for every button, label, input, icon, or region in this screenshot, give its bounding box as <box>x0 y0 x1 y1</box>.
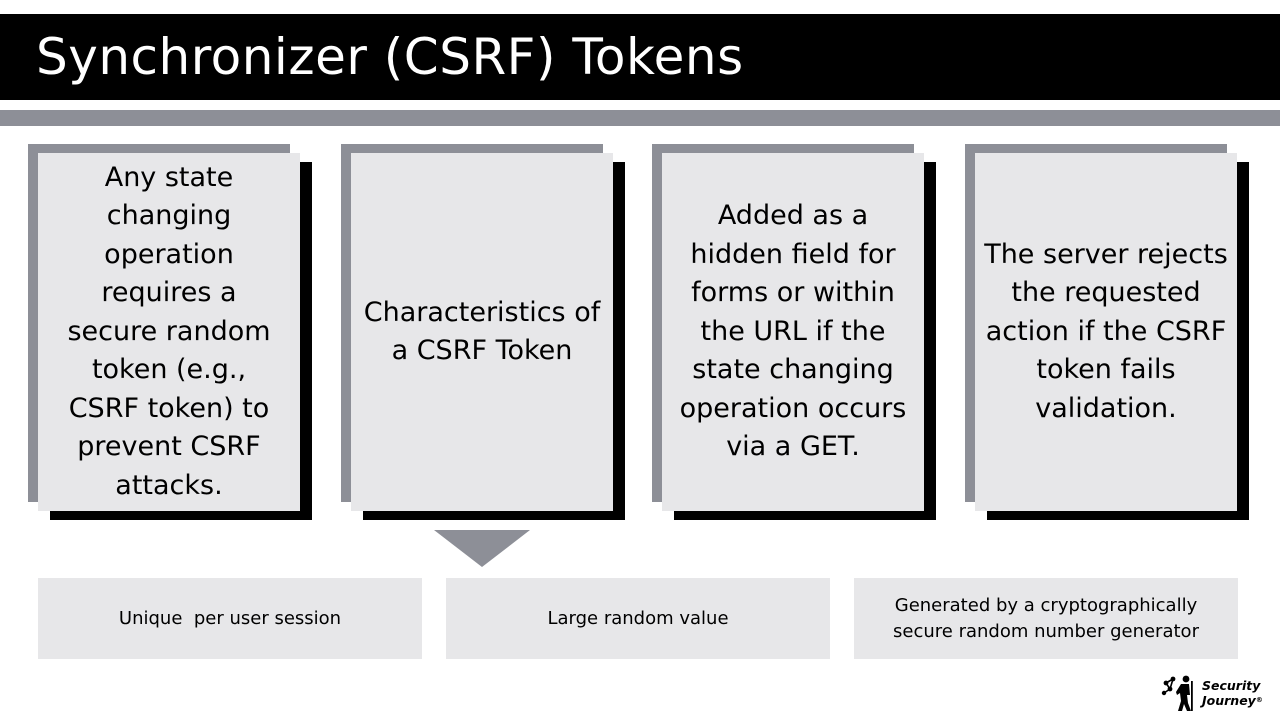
card-face: The server rejects the requested action … <box>975 153 1237 511</box>
characteristic-large-random: Large random value <box>446 578 830 659</box>
characteristic-text: Large random value <box>547 607 729 629</box>
hiker-network-icon <box>1161 675 1193 711</box>
card-text: Any state changing operation requires a … <box>67 161 271 501</box>
divider-bar <box>0 110 1280 126</box>
card-state-changing: Any state changing operation requires a … <box>28 144 314 522</box>
card-face: Characteristics of a CSRF Token <box>351 153 613 511</box>
card-text: The server rejects the requested action … <box>984 238 1228 424</box>
logo-wordmark: Security Journey® <box>1202 678 1263 708</box>
down-arrow-pointer <box>434 530 530 567</box>
title-bar: Synchronizer (CSRF) Tokens <box>0 14 1280 100</box>
card-text: Characteristics of a CSRF Token <box>363 296 601 367</box>
card-face: Any state changing operation requires a … <box>38 153 300 511</box>
characteristic-csprng: Generated by a cryptographically secure … <box>854 578 1238 659</box>
characteristic-unique: Unique per user session <box>38 578 422 659</box>
logo-line-2: Journey <box>1202 693 1256 708</box>
card-text: Added as a hidden field for forms or wit… <box>679 200 907 463</box>
card-characteristics: Characteristics of a CSRF Token <box>341 144 627 522</box>
security-journey-logo: Security Journey® <box>1160 672 1272 714</box>
card-face: Added as a hidden field for forms or wit… <box>662 153 924 511</box>
characteristic-text: Generated by a cryptographically secure … <box>893 594 1199 642</box>
characteristic-text: Unique per user session <box>118 607 342 629</box>
card-hidden-field: Added as a hidden field for forms or wit… <box>652 144 938 522</box>
logo-line-1: Security <box>1202 678 1261 693</box>
registered-mark: ® <box>1255 696 1263 704</box>
card-server-rejects: The server rejects the requested action … <box>965 144 1251 522</box>
slide-title: Synchronizer (CSRF) Tokens <box>36 28 744 86</box>
